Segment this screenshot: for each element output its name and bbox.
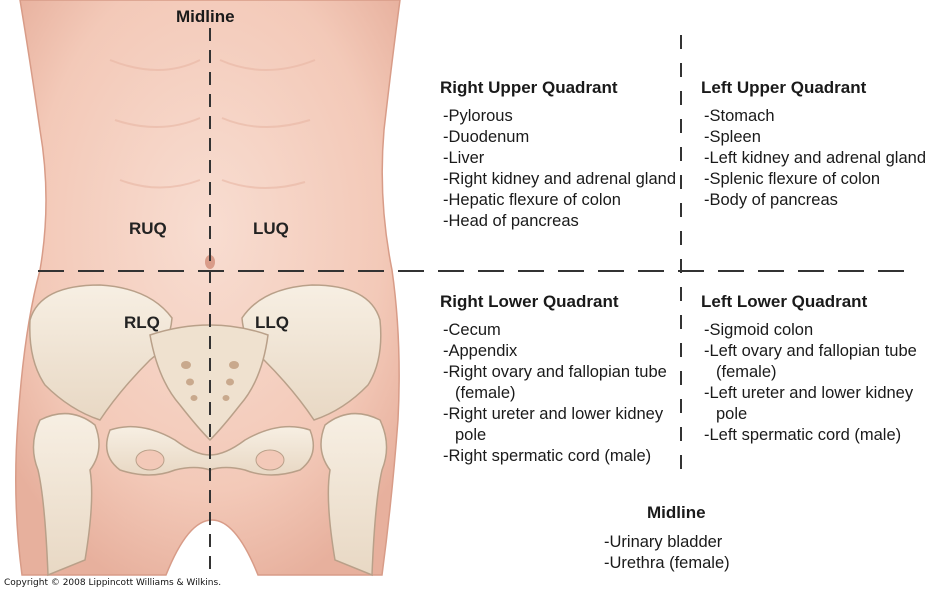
organ-list-item: -Left ureter and lower kidney pole	[704, 383, 932, 425]
midline-top-label: Midline	[176, 7, 235, 27]
llq-organ-list: -Sigmoid colon-Left ovary and fallopian …	[704, 320, 932, 446]
organ-list-item: -Sigmoid colon	[704, 320, 932, 341]
midline-organ-list: -Urinary bladder-Urethra (female)	[604, 532, 804, 574]
pelvis	[30, 285, 387, 575]
organ-list-item: -Right ureter and lower kidney pole	[443, 404, 673, 446]
organ-list-item: -Right ovary and fallopian tube (female)	[443, 362, 673, 404]
label-ruq: RUQ	[129, 219, 167, 239]
ruq-organ-list: -Pylorous-Duodenum-Liver-Right kidney an…	[443, 106, 678, 232]
label-llq: LLQ	[255, 313, 289, 333]
copyright-notice: Copyright © 2008 Lippincott Williams & W…	[4, 578, 221, 588]
organ-list-item: -Urinary bladder	[604, 532, 804, 553]
organ-list-item: -Appendix	[443, 341, 673, 362]
organ-list-item: -Duodenum	[443, 127, 678, 148]
label-rlq: RLQ	[124, 313, 160, 333]
organ-list-item: -Pylorous	[443, 106, 678, 127]
label-luq: LUQ	[253, 219, 289, 239]
luq-organ-list: -Stomach-Spleen-Left kidney and adrenal …	[704, 106, 932, 211]
rlq-title: Right Lower Quadrant	[440, 292, 619, 312]
organ-list-item: -Head of pancreas	[443, 211, 678, 232]
organ-list-item: -Left spermatic cord (male)	[704, 425, 932, 446]
organ-list-item: -Urethra (female)	[604, 553, 804, 574]
llq-title: Left Lower Quadrant	[701, 292, 867, 312]
organ-list-item: -Right spermatic cord (male)	[443, 446, 673, 467]
organ-list-item: -Spleen	[704, 127, 932, 148]
organ-list-item: -Stomach	[704, 106, 932, 127]
luq-title: Left Upper Quadrant	[701, 78, 866, 98]
organ-list-item: -Body of pancreas	[704, 190, 932, 211]
organ-list-item: -Splenic flexure of colon	[704, 169, 932, 190]
organ-list-item: -Left ovary and fallopian tube (female)	[704, 341, 932, 383]
ruq-title: Right Upper Quadrant	[440, 78, 618, 98]
rlq-organ-list: -Cecum-Appendix-Right ovary and fallopia…	[443, 320, 673, 467]
organ-list-item: -Left kidney and adrenal gland	[704, 148, 932, 169]
organ-list-item: -Hepatic flexure of colon	[443, 190, 678, 211]
organ-list-item: -Cecum	[443, 320, 673, 341]
organ-list-item: -Right kidney and adrenal gland	[443, 169, 678, 190]
organ-list-item: -Liver	[443, 148, 678, 169]
midline-title: Midline	[647, 503, 706, 523]
